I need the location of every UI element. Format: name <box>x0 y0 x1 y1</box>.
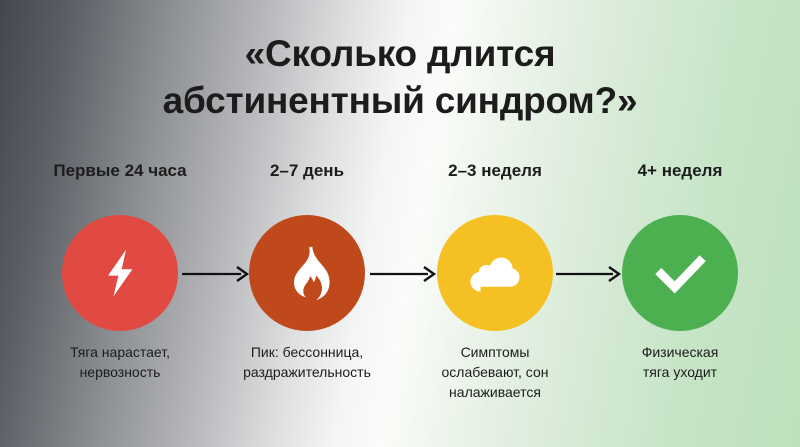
checkmark-icon <box>648 241 712 305</box>
stage-day-2-7: 2–7 день Пик: бессонница, раздражительно… <box>207 160 407 380</box>
page-title: «Сколько длится абстинентный синдром?» <box>0 30 800 124</box>
stage-period-label: Первые 24 часа <box>53 161 187 180</box>
stage-period-label: 2–3 неделя <box>448 161 542 180</box>
title-line-1: «Сколько длится <box>244 33 556 74</box>
flame-icon <box>278 244 336 302</box>
arrow-connector <box>370 264 437 284</box>
title-line-2: абстинентный синдром?» <box>162 80 638 121</box>
stage-circle <box>437 215 553 331</box>
stage-icon-wrap <box>207 215 407 331</box>
lightning-bolt-icon <box>92 245 148 301</box>
stage-icon-wrap <box>580 215 780 331</box>
stage-week-4-plus: 4+ неделя Физическая тяга уходит <box>580 160 780 380</box>
stage-caption: Тяга нарастает, нервозность <box>69 344 171 380</box>
stage-icon-wrap <box>20 215 220 331</box>
stage-circle <box>622 215 738 331</box>
cloud-icon <box>464 242 526 304</box>
arrow-connector <box>182 264 250 284</box>
stage-period-label: 4+ неделя <box>637 161 723 180</box>
stage-first-24-hours: Первые 24 часа Тяга нарастает, нервознос… <box>20 160 220 380</box>
stage-circle <box>249 215 365 331</box>
stage-caption: Симптомы ослабевают, сон налаживается <box>441 344 549 400</box>
stage-circle <box>62 215 178 331</box>
arrow-connector <box>556 264 622 284</box>
stage-icon-wrap <box>395 215 595 331</box>
stage-caption: Физическая тяга уходит <box>641 344 719 380</box>
stage-period-label: 2–7 день <box>269 161 345 180</box>
stage-week-2-3: 2–3 неделя Симптомы ослабевают, сон нала… <box>395 160 595 400</box>
stage-caption: Пик: бессонница, раздражительность <box>243 344 371 380</box>
